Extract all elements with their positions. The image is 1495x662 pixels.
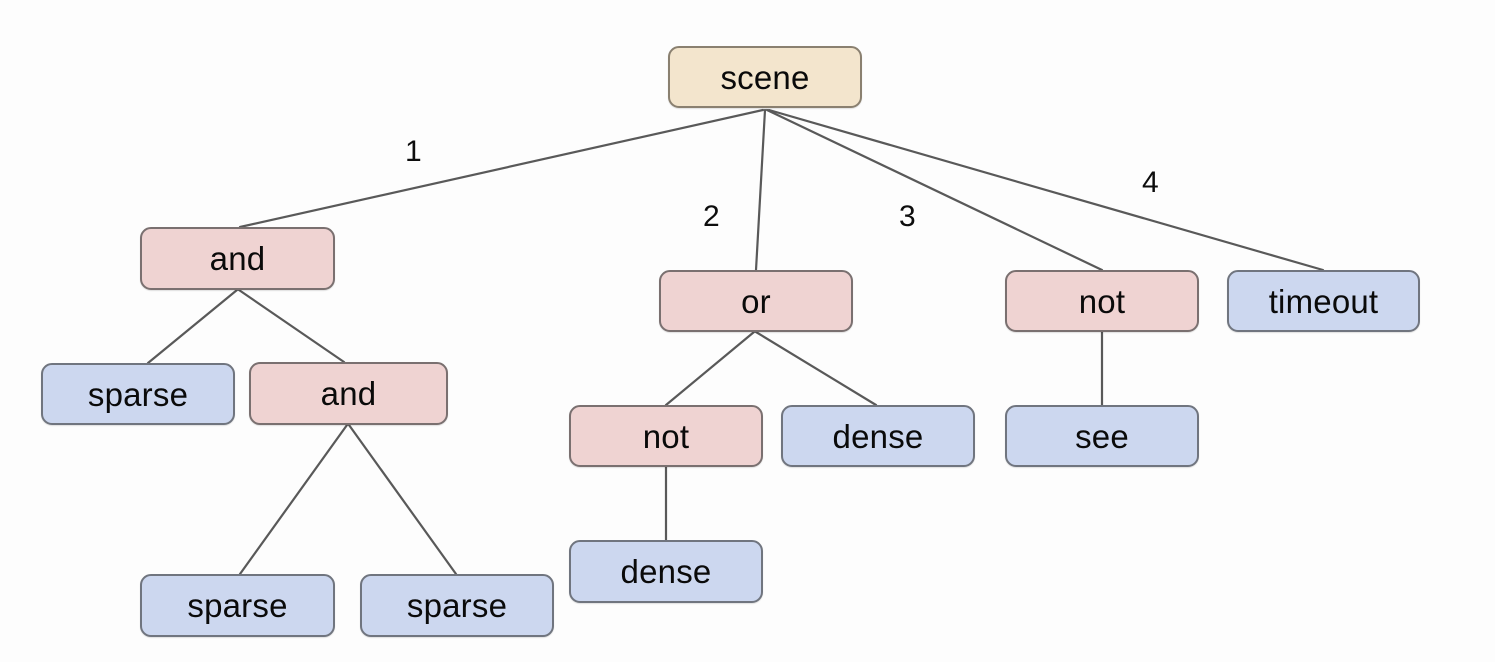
tree-node-label: dense xyxy=(620,553,712,590)
tree-node-and1[interactable]: and xyxy=(140,227,335,290)
tree-edge-scene-to-not2 xyxy=(765,108,1104,272)
edge-label-4: 4 xyxy=(1142,166,1159,199)
tree-node-sparse1[interactable]: sparse xyxy=(41,363,235,425)
tree-node-sparse3[interactable]: sparse xyxy=(360,574,554,637)
tree-node-or1[interactable]: or xyxy=(659,270,853,332)
tree-node-label: see xyxy=(1075,417,1129,455)
tree-node-see1[interactable]: see xyxy=(1005,405,1199,467)
tree-node-sparse2[interactable]: sparse xyxy=(140,574,335,637)
tree-node-label: sparse xyxy=(87,375,189,413)
tree-node-not2[interactable]: not xyxy=(1005,270,1199,332)
tree-edge-or1-to-dense1 xyxy=(754,330,878,407)
tree-node-label: or xyxy=(741,282,771,320)
tree-edge-scene-to-timeout1 xyxy=(767,108,1325,272)
tree-node-scene[interactable]: scene xyxy=(668,46,862,108)
tree-edge-scene-to-and1 xyxy=(238,108,765,229)
edge-label-2: 2 xyxy=(703,200,720,233)
edge-label-3: 3 xyxy=(899,200,916,233)
tree-edge-and2-to-sparse2 xyxy=(238,423,349,576)
tree-node-label: dense xyxy=(832,417,924,455)
tree-node-dense1[interactable]: dense xyxy=(781,405,975,467)
edge-label-1: 1 xyxy=(405,135,422,168)
tree-node-timeout1[interactable]: timeout xyxy=(1227,270,1420,332)
tree-edge-and1-to-and2 xyxy=(237,288,346,364)
tree-node-label: not xyxy=(642,417,690,455)
tree-node-label: not xyxy=(1078,282,1126,320)
tree-node-label: and xyxy=(209,240,266,277)
tree-node-label: sparse xyxy=(406,587,508,624)
tree-edge-and2-to-sparse3 xyxy=(347,423,458,576)
tree-edge-and1-to-sparse1 xyxy=(146,288,239,365)
tree-node-label: timeout xyxy=(1268,282,1379,320)
tree-node-label: and xyxy=(320,375,377,412)
tree-node-label: sparse xyxy=(187,587,288,624)
tree-node-label: scene xyxy=(720,58,810,96)
tree-edge-scene-to-or1 xyxy=(754,108,767,272)
tree-edge-or1-to-not1 xyxy=(664,330,756,407)
tree-node-and2[interactable]: and xyxy=(249,362,448,425)
tree-node-not1[interactable]: not xyxy=(569,405,763,467)
tree-node-dense2[interactable]: dense xyxy=(569,540,763,603)
